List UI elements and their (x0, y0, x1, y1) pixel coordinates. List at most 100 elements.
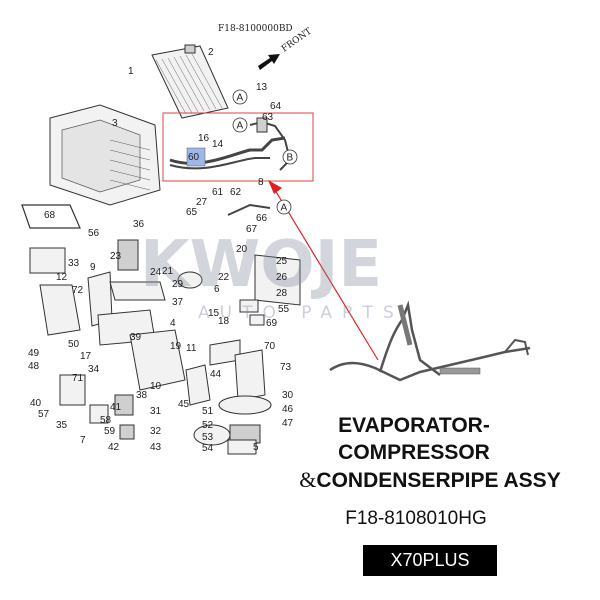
callout-45: 45 (178, 399, 190, 410)
filter-part (21, 204, 81, 229)
marker-label-2: B (287, 153, 294, 164)
part-number: F18-8108010HG (345, 508, 487, 529)
callout-27: 27 (196, 197, 208, 208)
callout-17: 17 (80, 351, 92, 362)
marker-circle-0 (232, 89, 248, 105)
callout-9: 9 (90, 262, 96, 273)
pipe-part (227, 203, 271, 216)
marker-circle-1 (232, 117, 248, 133)
callout-50: 50 (68, 339, 80, 350)
callout-52: 52 (202, 420, 214, 431)
pipe-assembly (169, 117, 292, 171)
callout-40: 40 (30, 398, 42, 409)
callout-29: 29 (172, 279, 184, 290)
callout-31: 31 (150, 406, 162, 417)
callout-25: 25 (276, 256, 288, 267)
callout-56: 56 (88, 228, 100, 239)
marker-label-1: A (237, 121, 244, 132)
product-title-line1: EVAPORATOR- (338, 414, 490, 437)
callout-38: 38 (136, 390, 148, 401)
callout-28: 28 (276, 288, 288, 299)
callout-57: 57 (38, 409, 50, 420)
callout-20: 20 (236, 244, 248, 255)
callout-37: 37 (172, 297, 184, 308)
callout-47: 47 (282, 418, 294, 429)
callout-41: 41 (110, 402, 122, 413)
callout-7: 7 (80, 435, 86, 446)
callout-36: 36 (133, 219, 145, 230)
callout-43: 43 (150, 442, 162, 453)
callout-60: 60 (188, 152, 200, 163)
callout-2: 2 (208, 47, 214, 58)
watermark-sub: AUTO PARTS (198, 303, 404, 323)
callout-19: 19 (170, 341, 182, 352)
callout-58: 58 (100, 415, 112, 426)
callout-4: 4 (170, 318, 176, 329)
callout-53: 53 (202, 432, 214, 443)
bracket-part (184, 44, 196, 54)
callout-23: 23 (110, 251, 122, 262)
callout-14: 14 (212, 139, 224, 150)
callout-1: 1 (128, 66, 134, 77)
callout-12: 12 (56, 272, 68, 283)
callout-66: 66 (256, 213, 268, 224)
pointer-arrow (274, 189, 379, 361)
callout-51: 51 (202, 406, 214, 417)
callout-59: 59 (104, 426, 116, 437)
callout-42: 42 (108, 442, 120, 453)
filter-box-part (29, 247, 66, 274)
callout-group: 1234567891011121314151617181920212223242… (28, 47, 294, 454)
callout-5: 5 (253, 442, 259, 453)
product-title-line2: COMPRESSOR (338, 441, 490, 464)
callout-71: 71 (72, 373, 84, 384)
callout-32: 32 (150, 426, 162, 437)
callout-8: 8 (258, 177, 264, 188)
callout-72: 72 (72, 285, 84, 296)
core-part (117, 239, 139, 271)
callout-34: 34 (88, 364, 100, 375)
callout-10: 10 (150, 381, 162, 392)
callout-70: 70 (264, 341, 276, 352)
callout-35: 35 (56, 420, 68, 431)
hvac-components-cluster (39, 254, 301, 455)
hvac-housing-part (49, 104, 161, 206)
watermark-brand: KWOJE (140, 228, 382, 302)
callout-6: 6 (214, 284, 220, 295)
callout-21: 21 (162, 266, 174, 277)
marker-circle-2 (282, 149, 298, 165)
condenser-part (151, 45, 229, 119)
callout-16: 16 (198, 133, 210, 144)
selected-part-highlight (186, 147, 206, 167)
callout-69: 69 (266, 318, 278, 329)
callout-48: 48 (28, 361, 40, 372)
callout-33: 33 (68, 258, 80, 269)
pointer-arrowhead-icon (268, 180, 282, 194)
callout-46: 46 (282, 404, 294, 415)
callout-15: 15 (208, 308, 220, 319)
marker-circle-3 (276, 199, 292, 215)
callout-61: 61 (212, 187, 224, 198)
product-title-line3-text: CONDENSERPIPE ASSY (316, 469, 561, 492)
callout-30: 30 (282, 390, 294, 401)
callout-68: 68 (44, 210, 56, 221)
front-arrow-icon (258, 54, 280, 70)
marker-label-3: A (281, 203, 288, 214)
callout-18: 18 (218, 316, 230, 327)
callout-39: 39 (130, 332, 142, 343)
callout-22: 22 (218, 272, 230, 283)
callout-65: 65 (186, 207, 198, 218)
callout-54: 54 (202, 443, 214, 454)
callout-67: 67 (246, 224, 258, 235)
callout-44: 44 (210, 369, 222, 380)
callout-3: 3 (112, 118, 118, 129)
product-title-line3: &CONDENSERPIPE ASSY (270, 468, 590, 493)
highlight-box (162, 112, 314, 182)
callout-63: 63 (262, 112, 274, 123)
model-badge: X70PLUS (363, 545, 497, 576)
callout-73: 73 (280, 362, 292, 373)
callout-24: 24 (150, 267, 162, 278)
callout-13: 13 (256, 82, 268, 93)
callout-62: 62 (230, 187, 242, 198)
